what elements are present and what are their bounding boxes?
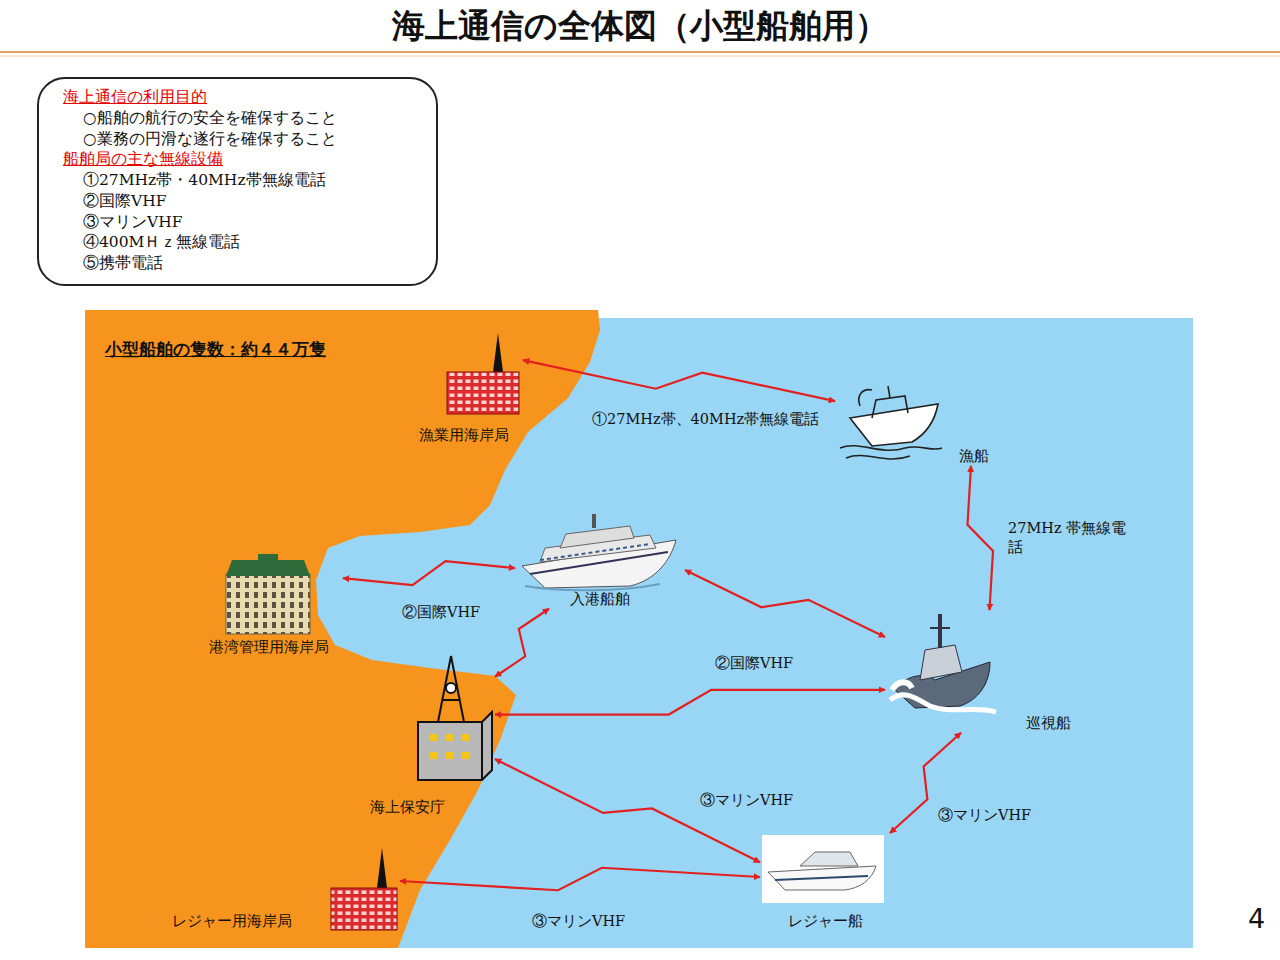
list-item: ③マリンVHF	[63, 212, 420, 233]
link-label: ①27MHz帯、40MHz帯無線電話	[590, 410, 826, 429]
station-name: レジャー用海岸局	[172, 912, 400, 931]
radio-link-arrow	[685, 570, 885, 637]
station-name: 海上保安庁	[370, 798, 495, 817]
station-name: 漁業用海岸局	[405, 426, 523, 445]
leisure-boat-icon	[762, 835, 884, 903]
link-label: ③マリンVHF	[530, 912, 627, 931]
ship-icon	[522, 514, 676, 590]
land	[85, 310, 600, 948]
list-item: ○業務の円滑な遂行を確保すること	[63, 129, 420, 150]
link-label: ③マリンVHF	[936, 806, 1033, 825]
station-node: 港湾管理用海岸局	[195, 552, 343, 657]
title-rule	[0, 56, 1280, 57]
radio-link-arrow	[400, 868, 760, 890]
coast-station-icon	[447, 333, 519, 414]
radio-link-arrow	[495, 609, 549, 677]
fishing-boat-icon	[840, 386, 942, 459]
coast-station-icon	[331, 848, 397, 930]
station-node: 漁船	[835, 385, 995, 466]
link-label: ②国際VHF	[400, 603, 482, 622]
station-node: 入港船舶	[515, 512, 685, 609]
radio-link-arrow	[523, 360, 835, 401]
coast-guard-icon	[418, 656, 492, 780]
info-panel: 海上通信の利用目的○船舶の航行の安全を確保すること○業務の円滑な遂行を確保するこ…	[37, 77, 438, 286]
ship-count-note: 小型船舶の隻数：約４４万隻	[105, 338, 326, 361]
station-node: レジャー船	[760, 833, 890, 931]
station-node: レジャー用海岸局	[170, 845, 400, 931]
link-label: ②国際VHF	[713, 654, 795, 673]
page-title: 海上通信の全体図（小型船舶用）	[0, 4, 1280, 49]
radio-link-arrow	[343, 561, 515, 585]
station-name: 港湾管理用海岸局	[195, 638, 343, 657]
radio-link-arrow	[967, 466, 993, 610]
station-name: 入港船舶	[515, 590, 685, 609]
link-label: 27MHz 帯無線電話	[1006, 519, 1138, 557]
title-rule	[0, 51, 1280, 53]
radio-link-arrow	[495, 690, 885, 715]
station-name: 漁船	[835, 447, 989, 466]
list-item: ○船舶の航行の安全を確保すること	[63, 108, 420, 129]
station-node: 海上保安庁	[365, 652, 495, 817]
link-label: ③マリンVHF	[698, 791, 795, 810]
list-item: ①27MHz帯・40MHz帯無線電話	[63, 170, 420, 191]
station-node: 漁業用海岸局	[405, 332, 523, 445]
list-item: ④400MＨｚ無線電話	[63, 232, 420, 253]
list-item: ②国際VHF	[63, 191, 420, 212]
section-heading: 海上通信の利用目的	[63, 87, 420, 108]
port-station-icon	[226, 554, 310, 634]
section-heading: 船舶局の主な無線設備	[63, 149, 420, 170]
radio-link-arrow	[495, 759, 760, 862]
coast-guard-windows	[430, 734, 469, 759]
station-name: 巡視船	[885, 714, 1071, 733]
list-item: ⑤携帯電話	[63, 253, 420, 274]
station-name: レジャー船	[760, 912, 890, 931]
patrol-vessel-icon	[890, 614, 996, 712]
page-number: 4	[1248, 903, 1265, 934]
station-node: 巡視船	[885, 610, 1075, 733]
